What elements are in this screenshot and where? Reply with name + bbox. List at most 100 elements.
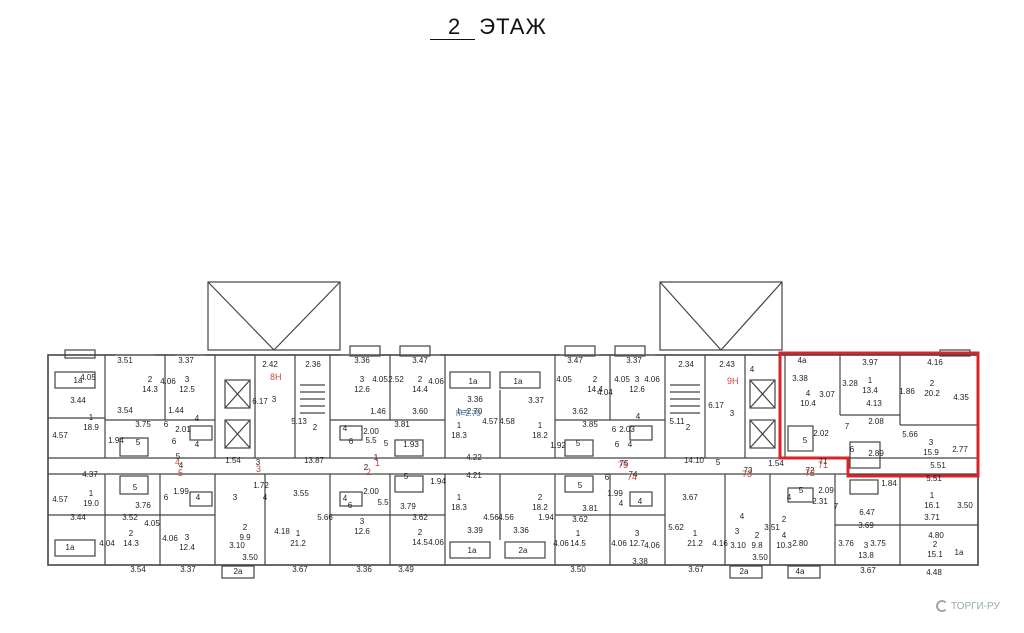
plan-label: 12.4 [179, 543, 195, 552]
plan-label: 4.05 [372, 375, 388, 384]
plan-label: 1.99 [607, 489, 623, 498]
plan-label: 73 [744, 466, 753, 475]
plan-label: 4.35 [953, 393, 969, 402]
plan-label: 9.8 [751, 541, 763, 550]
plan-label: 1.99 [173, 487, 189, 496]
plan-label: 4 [195, 414, 200, 423]
plan-label: 3.50 [752, 553, 768, 562]
plan-label: 3 [272, 395, 277, 404]
plan-label: 18.9 [83, 423, 99, 432]
plan-label: 9.9 [239, 533, 251, 542]
plan-label: 18.3 [451, 431, 467, 440]
plan-label: 3.37 [180, 565, 196, 574]
plan-label: 1 [693, 529, 698, 538]
plan-label: 13.87 [304, 456, 325, 465]
plan-label: 3.44 [70, 513, 86, 522]
plan-label: 4.05 [556, 375, 572, 384]
plan-label: 3 [185, 375, 190, 384]
plan-label: 2 [148, 375, 153, 384]
plan-label: 3.54 [130, 565, 146, 574]
plan-label: 4.04 [99, 539, 115, 548]
plan-label: 4.57 [482, 417, 498, 426]
plan-label: 2 [930, 379, 935, 388]
plan-label: 3.36 [354, 356, 370, 365]
plan-label: 3.37 [178, 356, 194, 365]
plan-label: 3 [185, 533, 190, 542]
plan-label: 1 [296, 529, 301, 538]
plan-label: 5.11 [670, 417, 686, 426]
corridor-number: 2 [366, 467, 371, 477]
plan-label: 2.09 [818, 486, 834, 495]
plan-label: 4.37 [82, 470, 98, 479]
plan-label: 2.03 [619, 425, 635, 434]
plan-label: 2.77 [952, 445, 968, 454]
highlighted-apartment [778, 351, 980, 478]
plan-label: 1.44 [168, 406, 184, 415]
roof-exit-right [659, 281, 783, 351]
plan-label: 15.1 [927, 550, 943, 559]
plan-label: 4.06 [428, 538, 444, 547]
plan-label: 3.36 [467, 395, 483, 404]
plan-label: 2.01 [175, 425, 191, 434]
plan-label: 4 [638, 497, 643, 506]
plan-label: 4.06 [160, 377, 176, 386]
plan-label: 14.4 [412, 385, 428, 394]
plan-label: 4 [628, 440, 633, 449]
plan-label: 74 [629, 470, 638, 479]
plan-label: 3.54 [117, 406, 133, 415]
plan-label: 3.10 [730, 541, 746, 550]
plan-label: 3.44 [70, 396, 86, 405]
plan-label: 4.58 [499, 417, 515, 426]
plan-label: 10.3 [776, 541, 792, 550]
plan-label: 71 [819, 457, 828, 466]
plan-label: 19.0 [83, 499, 99, 508]
plan-label: 3.75 [135, 420, 151, 429]
plan-label: 3.67 [292, 565, 308, 574]
plan-label: 3.51 [764, 523, 780, 532]
plan-label: 18.2 [532, 503, 548, 512]
corridor-number: 73 [742, 469, 752, 479]
plan-label: 2 [538, 493, 543, 502]
plan-label: 6 [612, 425, 617, 434]
plan-label: 5 [176, 452, 181, 461]
plan-label: 7 [834, 502, 839, 511]
plan-label: 3.38 [632, 557, 648, 566]
plan-label: 2а [740, 567, 749, 576]
plan-label: 5.66 [317, 513, 333, 522]
plan-label: 4.21 [466, 471, 482, 480]
plan-label: 6 [348, 501, 353, 510]
floor-label: ЭТАЖ [479, 14, 547, 39]
plan-label: 5 [576, 439, 581, 448]
stairs-right [670, 384, 700, 414]
plan-label: 10.4 [800, 399, 816, 408]
plan-label: 21.2 [687, 539, 703, 548]
plan-label: 4 [263, 493, 268, 502]
plan-label: 3.49 [398, 565, 414, 574]
plan-label: 3.36 [513, 526, 529, 535]
plan-label: 2 [364, 463, 369, 472]
plan-label: 12.5 [179, 385, 195, 394]
plan-label: 16.1 [924, 501, 940, 510]
plan-label: 3.47 [567, 356, 583, 365]
plan-label: 3.62 [412, 513, 428, 522]
plan-label: 2 [418, 375, 423, 384]
plan-label: 14.4 [587, 385, 603, 394]
plan-label: 4.56 [483, 513, 499, 522]
plan-label: 4.06 [644, 375, 660, 384]
plan-label: 2.36 [305, 360, 321, 369]
plan-label: 3.71 [924, 513, 940, 522]
plan-label: 3 [929, 438, 934, 447]
plan-label: 4а [796, 567, 805, 576]
plan-label: 13.8 [858, 551, 874, 560]
plan-label: 2а [234, 567, 243, 576]
plan-label: 1 [374, 453, 379, 462]
plan-label: 3 [864, 541, 869, 550]
plan-label: 6 [615, 440, 620, 449]
ceiling-height-note: h=2.70 [456, 409, 481, 418]
plan-label: 5 [404, 472, 409, 481]
plan-label: 5 [133, 483, 138, 492]
corridor-number: 72 [805, 468, 815, 478]
